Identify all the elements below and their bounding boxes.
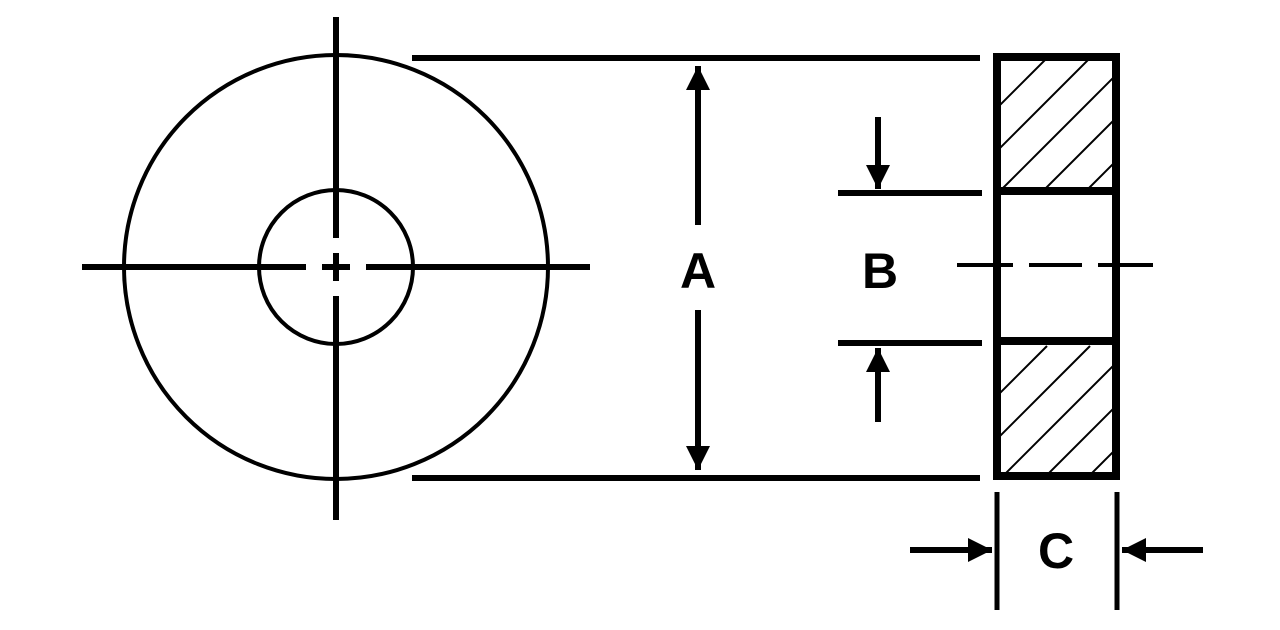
label-b: B — [862, 243, 898, 299]
front-view — [82, 17, 590, 520]
section-view — [957, 53, 1153, 480]
dimension-c: C — [910, 492, 1203, 610]
hatch-bottom — [1000, 345, 1114, 475]
label-a: A — [680, 243, 716, 299]
dimension-a: A — [412, 55, 980, 481]
dimension-b: B — [838, 117, 982, 422]
label-c: C — [1038, 523, 1074, 579]
hatch-top — [1000, 60, 1114, 188]
center-crosshair — [82, 17, 590, 520]
